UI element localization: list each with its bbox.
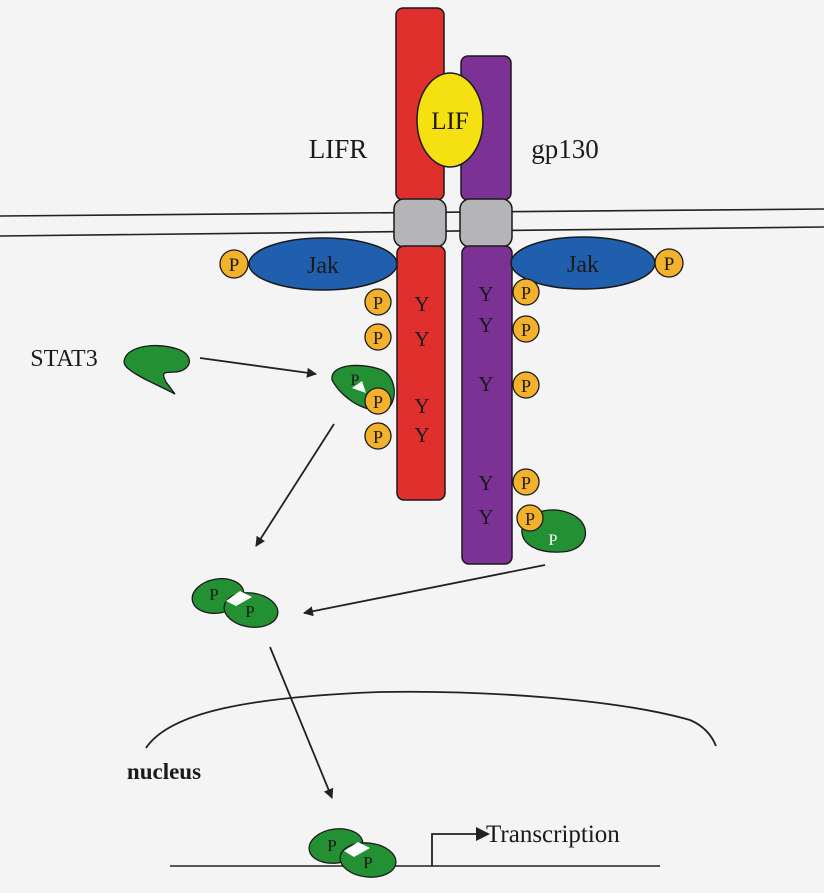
nuclear-envelope [146, 692, 716, 748]
phospho-label: P [351, 372, 360, 389]
phospho-label: P [327, 836, 336, 855]
phospho-label: P [373, 427, 383, 447]
transcription-label: Transcription [486, 821, 620, 848]
tyrosine-label: Y [414, 327, 429, 351]
lifr-label: LIFR [309, 134, 368, 164]
arrow-gp130-to-dimer [304, 565, 545, 613]
stat3-dimer-dna: P P [307, 825, 398, 879]
jak-left: Jak [249, 238, 397, 290]
phospho-label: P [521, 283, 531, 303]
tyrosine-label: Y [414, 292, 429, 316]
gp130-transmembrane-domain [460, 199, 512, 247]
tyrosine-label: Y [478, 313, 493, 337]
tyrosine-label: Y [478, 282, 493, 306]
phospho-label: P [373, 293, 383, 313]
phospho-label: P [521, 473, 531, 493]
arrow-stat3-to-lifr [200, 358, 316, 374]
tyrosine-label: Y [478, 505, 493, 529]
tyrosine-label: Y [478, 471, 493, 495]
arrow-lifr-to-dimer [256, 424, 334, 546]
arrow-dimer-to-nucleus [270, 647, 332, 798]
jak-right-label: Jak [567, 252, 599, 278]
phospho-label: P [373, 392, 383, 412]
tyrosine-label: Y [478, 372, 493, 396]
gp130-phospho-sites: P P P P [513, 279, 539, 495]
stat3-bound-gp130: P P [517, 505, 586, 552]
tyrosine-label: Y [414, 394, 429, 418]
phospho-label: P [363, 853, 372, 872]
phospho-label: P [525, 509, 535, 529]
phospho-label: P [521, 320, 531, 340]
phospho-label: P [209, 585, 218, 604]
jak-left-label: Jak [307, 253, 339, 279]
transcription-start-arrow [432, 827, 490, 866]
jak-left-phospho: P [220, 250, 248, 278]
lif-ligand: LIF [417, 73, 483, 167]
phospho-label: P [229, 255, 240, 276]
nucleus-label: nucleus [127, 759, 201, 784]
stat3-label: STAT3 [30, 346, 97, 372]
phospho-label: P [521, 376, 531, 396]
phospho-label: P [373, 328, 383, 348]
stat3-dimer-cytoplasm: P P [189, 575, 280, 631]
gp130-label: gp130 [531, 134, 599, 164]
phospho-label: P [245, 602, 254, 621]
phospho-label: P [664, 254, 675, 275]
phospho-label: P [549, 532, 558, 549]
stat3-bound-lifr: P P [332, 365, 394, 414]
tyrosine-label: Y [414, 423, 429, 447]
lif-label: LIF [431, 108, 469, 135]
lifr-transmembrane-domain [394, 199, 446, 247]
jak-right-phospho: P [655, 249, 683, 277]
stat3-monomer [124, 346, 189, 394]
